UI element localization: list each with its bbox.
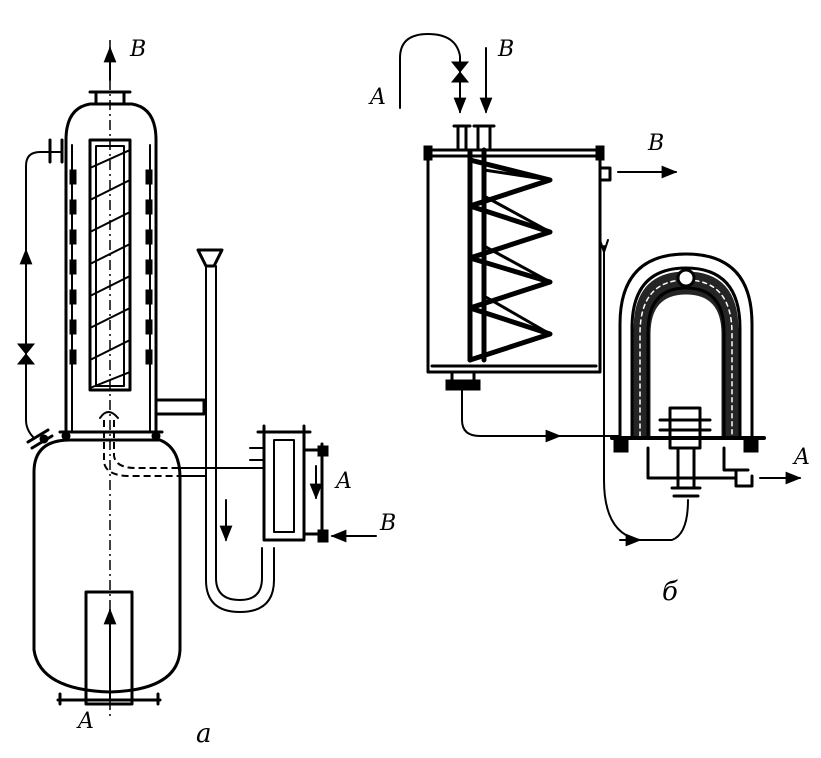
column-plates <box>69 169 153 365</box>
reflux-pipe-dashed <box>103 420 180 477</box>
tank-drain-line <box>461 389 562 443</box>
figure-a: B A A B а <box>16 37 396 749</box>
rectifying-column <box>58 90 164 441</box>
caption-a: а <box>196 719 212 749</box>
label-b-top-water: B <box>497 37 514 62</box>
bypass-valve-icon <box>16 343 36 365</box>
figure-b: A B B A б <box>368 33 810 607</box>
label-b-bottom-outlet: A <box>792 445 810 470</box>
inlet-valve-icon <box>450 61 470 83</box>
label-a-top-steam: B <box>129 37 146 62</box>
bypass-line <box>16 138 64 439</box>
caption-b: б <box>662 577 678 607</box>
label-a-cooler-outlet: A <box>334 469 352 494</box>
label-a-cooler-inlet: B <box>379 511 396 536</box>
cooler <box>219 424 329 543</box>
u-tube-heater <box>610 252 766 498</box>
funnel-tube <box>196 248 275 613</box>
tank <box>423 124 612 374</box>
label-b-right-outlet: B <box>647 131 664 156</box>
label-a-bottom-inlet: A <box>76 709 94 734</box>
tank-coil <box>467 147 553 363</box>
still-vessel <box>26 428 182 706</box>
top-inlet-loop <box>399 33 493 114</box>
label-b-top-inlet: A <box>368 85 386 110</box>
